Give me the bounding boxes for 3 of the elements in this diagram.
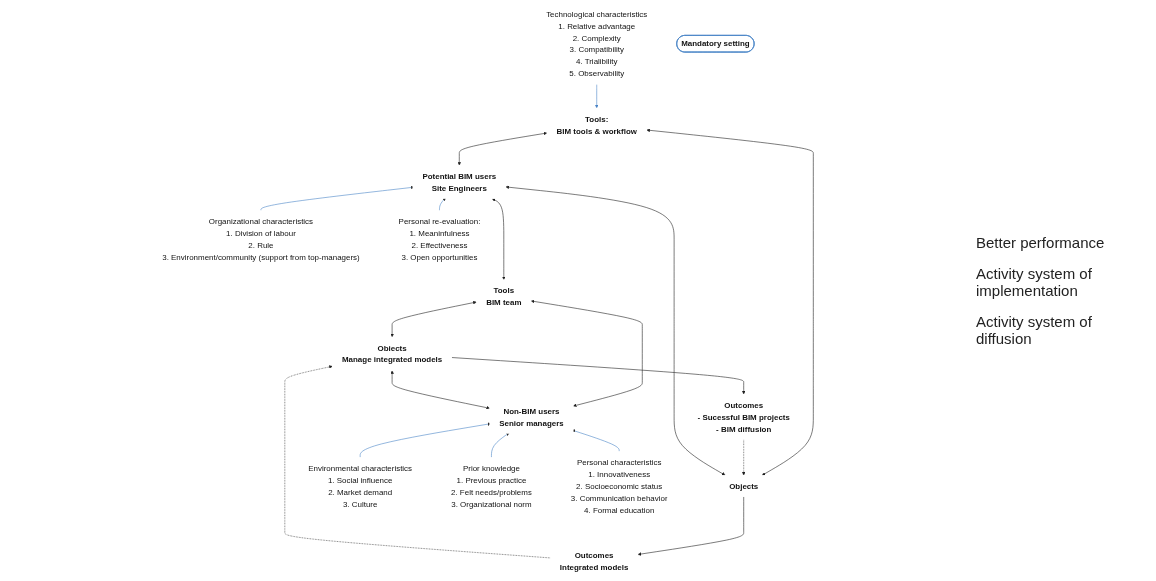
note-text: Activity system of implementation — [976, 265, 1093, 299]
note-text: Activity system of diffusion — [976, 313, 1093, 347]
note-text: Better performance — [976, 234, 1106, 251]
